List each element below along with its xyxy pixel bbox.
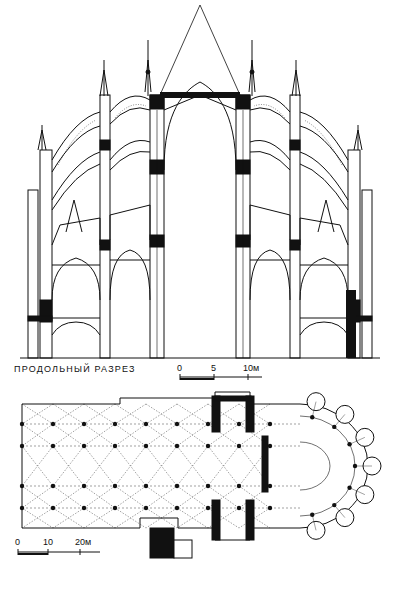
scale-number: 0 <box>177 364 182 373</box>
scale-number: 0 <box>15 538 20 547</box>
scale-number: 5 <box>211 364 216 373</box>
scale-number: 10м <box>243 364 259 373</box>
section-caption: ПРОДОЛЬНЫЙ РАЗРЕЗ <box>14 365 136 374</box>
scale-number: 20м <box>75 538 91 547</box>
scale-number: 10 <box>43 538 53 547</box>
